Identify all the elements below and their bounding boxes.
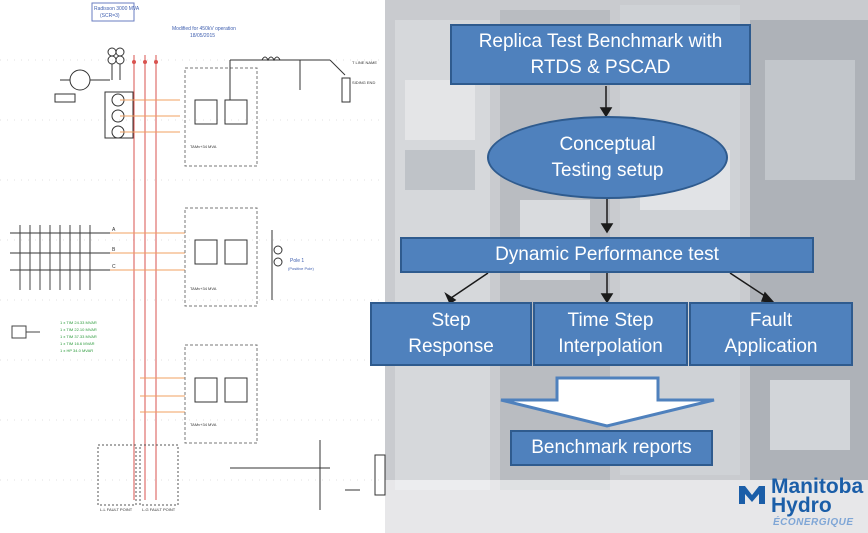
conceptual-setup-ellipse: Conceptual Testing setup: [487, 116, 728, 199]
phase-a: A: [112, 227, 116, 233]
converter-1: TAMv+34 MVA: [184, 60, 258, 167]
transformer-group: [104, 47, 134, 139]
svg-text:TAMv+34 MVA: TAMv+34 MVA: [190, 144, 217, 149]
fault-application-box: Fault Application: [689, 302, 853, 366]
tline-label: T LINE NAME: [352, 60, 377, 65]
step-response-box: Step Response: [370, 302, 532, 366]
fault-label-2: L-G FAULT POINT: [142, 507, 176, 512]
logo-line-2: Hydro: [771, 494, 832, 517]
source-box: [91, 2, 135, 22]
flow-arrows: [444, 86, 775, 305]
replica-benchmark-box: Replica Test Benchmark with RTDS & PSCAD: [450, 24, 751, 85]
filter-banks: [19, 225, 91, 290]
grid-dots: [0, 0, 400, 533]
svg-text:1 x HP 34.0 MVAR: 1 x HP 34.0 MVAR: [60, 348, 93, 353]
schematic-note: Modified for 450kV operation: [172, 26, 236, 32]
svg-text:1 x TIM 37.33 MVAR: 1 x TIM 37.33 MVAR: [60, 334, 97, 339]
pole-label-2: (Positive Pole): [288, 266, 314, 271]
tline-label-2: SIDING END: [352, 80, 375, 85]
svg-text:TAMv+34 MVA: TAMv+34 MVA: [190, 422, 217, 427]
dynamic-performance-box: Dynamic Performance test: [400, 237, 814, 273]
red-wires: [133, 55, 157, 500]
logo-line-1: Manitoba: [771, 475, 864, 498]
pole-label: Pole 1: [290, 258, 304, 264]
breaker-detail: [11, 325, 40, 339]
source-generator: [54, 69, 110, 103]
logo-mark-icon: [739, 486, 765, 504]
time-step-interpolation-box: Time Step Interpolation: [533, 302, 688, 366]
phase-c: C: [112, 264, 116, 270]
converter-3: TAMv+34 MVA: [184, 344, 258, 444]
svg-text:1 x TIM 22.10 MVAR: 1 x TIM 22.10 MVAR: [60, 327, 97, 332]
source-label-2: (SCR=3): [100, 13, 120, 19]
svg-text:1 x TIM 24.33 MVAR: 1 x TIM 24.33 MVAR: [60, 320, 97, 325]
outline-arrow: [500, 376, 715, 428]
red-markers: [132, 60, 158, 64]
converter-2: TAMv+34 MVA: [184, 207, 258, 307]
schematic-date: 18/05/2015: [190, 33, 215, 39]
source-label: Radisson 3000 MVA: [94, 6, 140, 12]
benchmark-reports-box: Benchmark reports: [510, 430, 713, 466]
manitoba-hydro-logo: Manitoba Hydro ÉCONERGIQUE: [735, 474, 868, 533]
orange-wires: [110, 99, 185, 413]
dc-line: [230, 56, 386, 510]
phase-b: B: [112, 247, 116, 253]
filter-notes: 1 x TIM 24.33 MVAR 1 x TIM 22.10 MVAR 1 …: [60, 320, 97, 353]
svg-text:TAMv+34 MVA: TAMv+34 MVA: [190, 286, 217, 291]
fault-points: [97, 444, 179, 506]
svg-text:1 x TIM 16.6 MVAR: 1 x TIM 16.6 MVAR: [60, 341, 95, 346]
schematic-grid: [0, 59, 380, 481]
fault-label-1: L-L FAULT POINT: [100, 507, 133, 512]
logo-line-3: ÉCONERGIQUE: [773, 517, 854, 528]
